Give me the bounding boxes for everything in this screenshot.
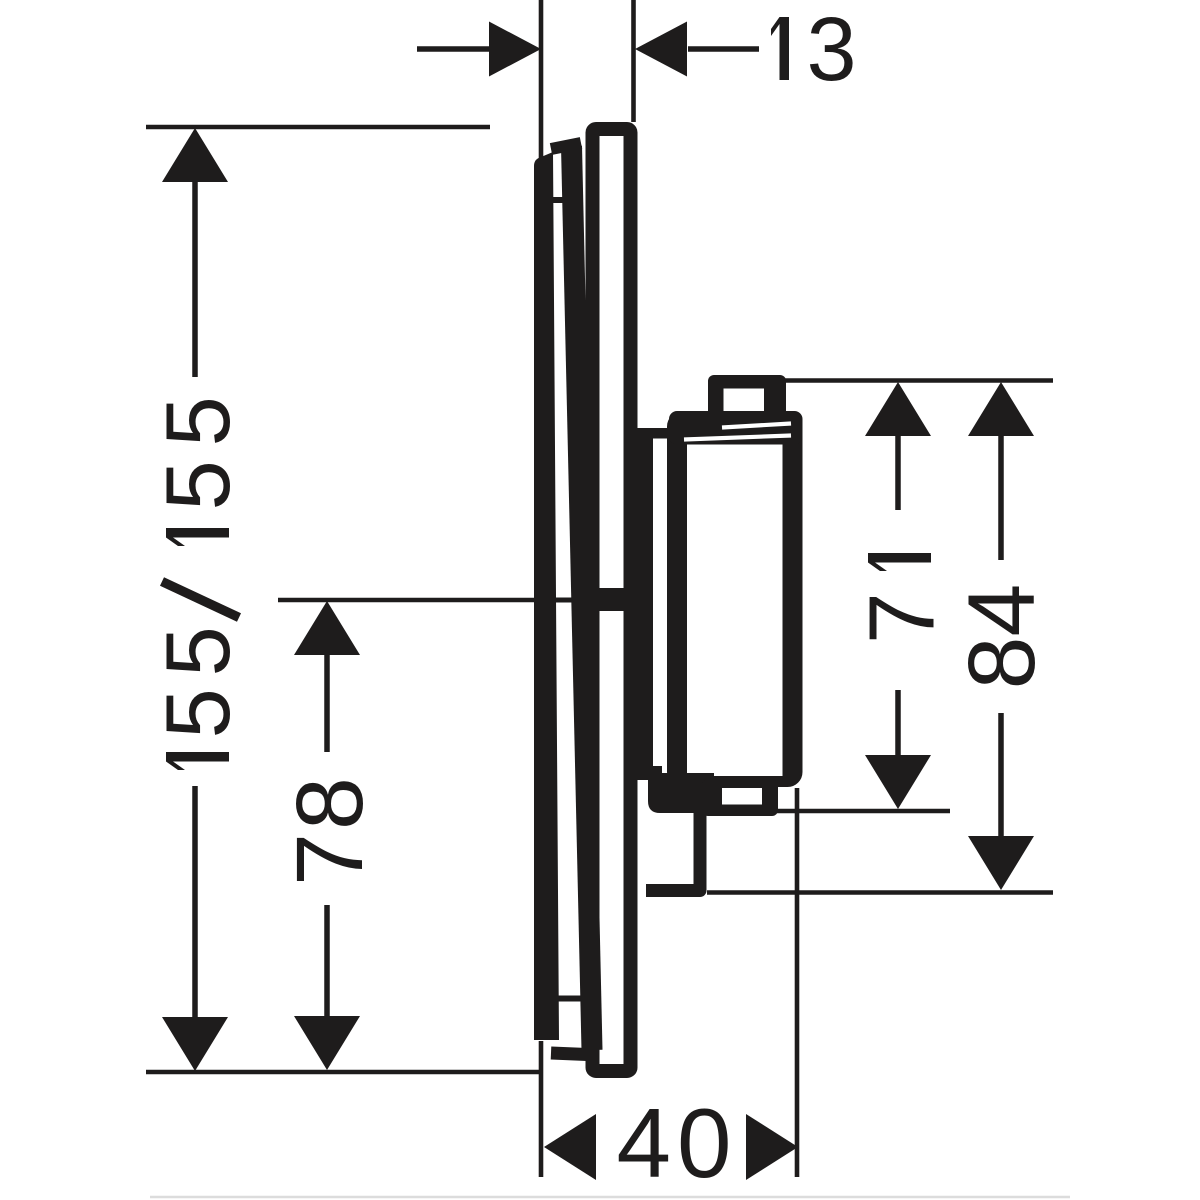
svg-text:7: 7 xyxy=(850,592,954,644)
svg-text:3: 3 xyxy=(806,0,856,100)
svg-text:84: 84 xyxy=(949,584,1055,690)
svg-text:5: 5 xyxy=(148,626,249,676)
svg-text:40: 40 xyxy=(616,1088,737,1198)
svg-text:5: 5 xyxy=(148,460,249,510)
svg-text:5: 5 xyxy=(148,396,249,446)
svg-text:5: 5 xyxy=(148,688,249,738)
svg-text:78: 78 xyxy=(277,774,383,886)
